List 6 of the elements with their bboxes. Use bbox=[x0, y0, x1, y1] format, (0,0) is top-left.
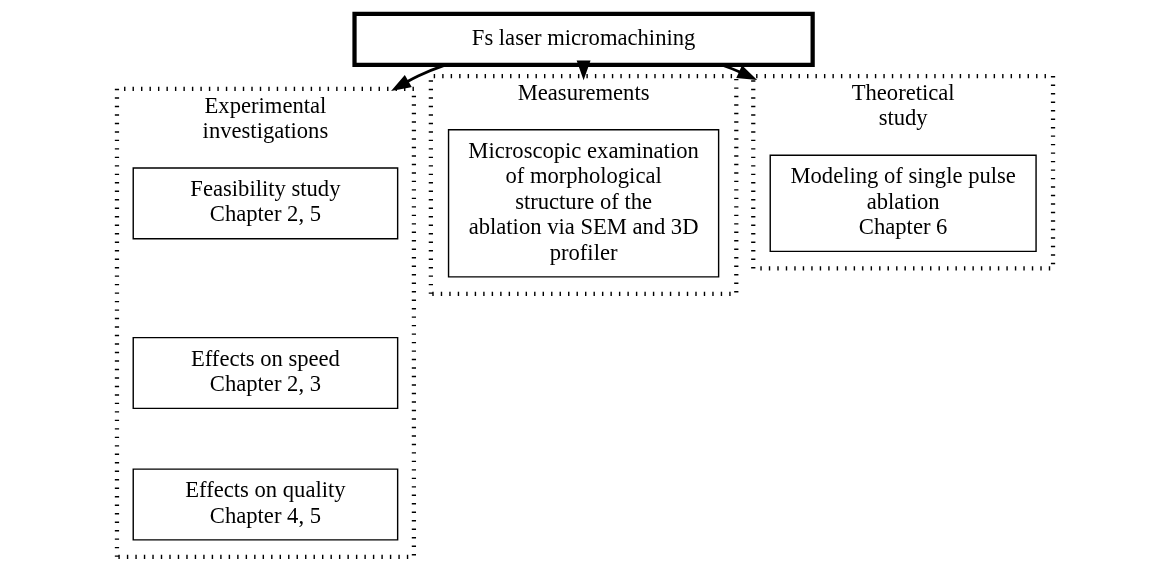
node-box: Effects on quality Chapter 4, 5 bbox=[132, 468, 399, 541]
node-box: Feasibility study Chapter 2, 5 bbox=[132, 167, 399, 240]
node-box: Microscopic examination of morphological structure of the ablation via SEM and 3D profiler bbox=[447, 129, 720, 278]
arrow bbox=[576, 60, 591, 81]
node-box: Modeling of single pulse ablation Chapter 6 bbox=[769, 154, 1037, 253]
node-box: Effects on speed Chapter 2, 3 bbox=[132, 336, 399, 410]
